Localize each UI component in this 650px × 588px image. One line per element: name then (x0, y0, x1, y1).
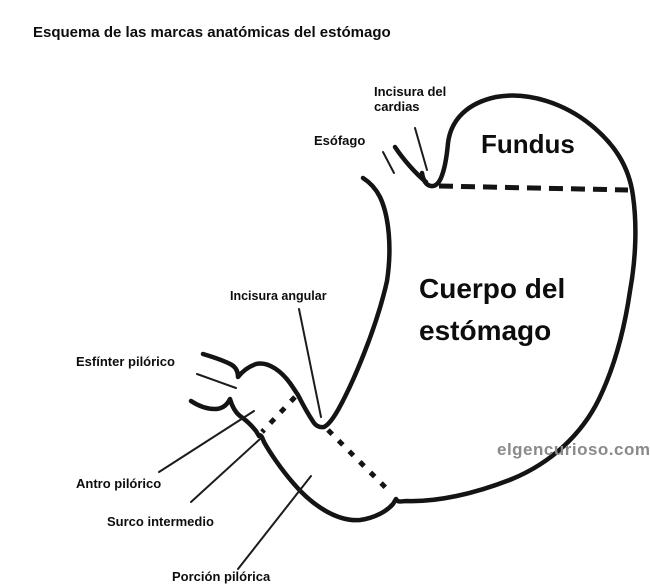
label-esfinter-pilorico: Esfínter pilórico (76, 354, 175, 369)
esofago-leader-line (382, 151, 395, 174)
page-title: Esquema de las marcas anatómicas del est… (33, 24, 391, 41)
stomach-outer-outline-path (188, 93, 638, 523)
body-pyloric-dashed-divider (326, 428, 392, 494)
incisura-cardias-leader-line (414, 127, 428, 171)
label-esofago: Esófago (314, 133, 366, 148)
watermark-text: elgencurioso.com (497, 440, 650, 459)
label-incisura-angular: Incisura angular (230, 289, 327, 303)
esfinter-leader-line (196, 373, 237, 389)
fundus-body-dashed-divider (438, 183, 629, 193)
label-fundus: Fundus (481, 129, 575, 159)
surco-leader-line (190, 438, 261, 503)
label-incisura-del-cardias: Incisura del cardias (374, 84, 447, 114)
porcion-leader-line (237, 475, 312, 570)
stomach-lesser-curvature-path (200, 175, 392, 430)
antro-leader-line (158, 410, 255, 473)
label-porcion-pilorica: Porción pilórica (172, 569, 271, 584)
esophagus-wall-path (392, 144, 429, 185)
label-antro-pilorico: Antro pilórico (76, 476, 162, 491)
surco-intermedio-dashed-divider (260, 395, 297, 434)
label-surco-intermedio: Surco intermedio (107, 514, 214, 529)
label-cuerpo-del-estomago: Cuerpo del estómago (419, 273, 566, 346)
incisura-angular-leader-line (298, 308, 322, 418)
